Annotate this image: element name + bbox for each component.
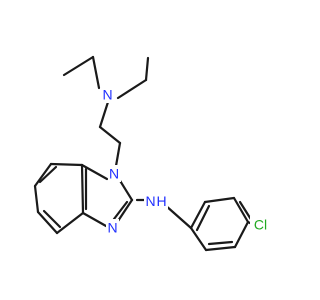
atom-chlorine: Cl xyxy=(250,216,272,233)
atom-nh: N H xyxy=(144,192,168,209)
atom-nh-h-label: H xyxy=(157,193,167,209)
chemical-structure: N N N N H Cl xyxy=(33,55,272,252)
bond-5 xyxy=(98,100,110,129)
bond-6 xyxy=(98,125,122,145)
bond-8 xyxy=(80,163,109,181)
bond-30 xyxy=(207,240,234,246)
bond-20 xyxy=(55,211,85,235)
atom-n-ring-1-label: N xyxy=(109,166,119,182)
bond-25 xyxy=(203,196,236,204)
bond-2 xyxy=(62,55,95,77)
bond-24 xyxy=(189,200,207,230)
bond-3 xyxy=(116,78,148,100)
atom-label-layer: N N N N H Cl xyxy=(101,86,272,236)
atom-n-amine-label: N xyxy=(102,87,112,103)
bond-7 xyxy=(114,141,122,168)
bond-31 xyxy=(189,226,208,252)
atom-n-amine: N xyxy=(101,86,114,103)
bond-13 xyxy=(80,163,85,215)
atom-n-ring-1: N xyxy=(108,165,121,182)
bond-10 xyxy=(116,198,134,223)
bond-19 xyxy=(42,209,62,229)
bond-17 xyxy=(33,184,40,214)
bond-11 xyxy=(112,200,129,221)
bond-4 xyxy=(144,56,150,82)
bond-9 xyxy=(117,177,134,202)
bond-26 xyxy=(232,196,250,224)
bond-23 xyxy=(163,203,193,230)
atom-n-ring-3-label: N xyxy=(107,220,117,236)
bond-28 xyxy=(233,220,250,249)
bond-16 xyxy=(38,165,58,184)
bond-15 xyxy=(33,162,53,188)
bond-32 xyxy=(195,204,211,232)
bond-layer xyxy=(33,55,254,252)
bond-18 xyxy=(36,210,59,235)
atom-nh-n-label: N xyxy=(145,193,155,209)
bond-12 xyxy=(81,211,108,228)
bond-14 xyxy=(49,162,84,167)
atom-n-ring-3: N xyxy=(106,219,119,236)
atom-chlorine-label: Cl xyxy=(254,217,267,233)
bond-1 xyxy=(91,55,101,90)
bond-29 xyxy=(204,245,237,252)
